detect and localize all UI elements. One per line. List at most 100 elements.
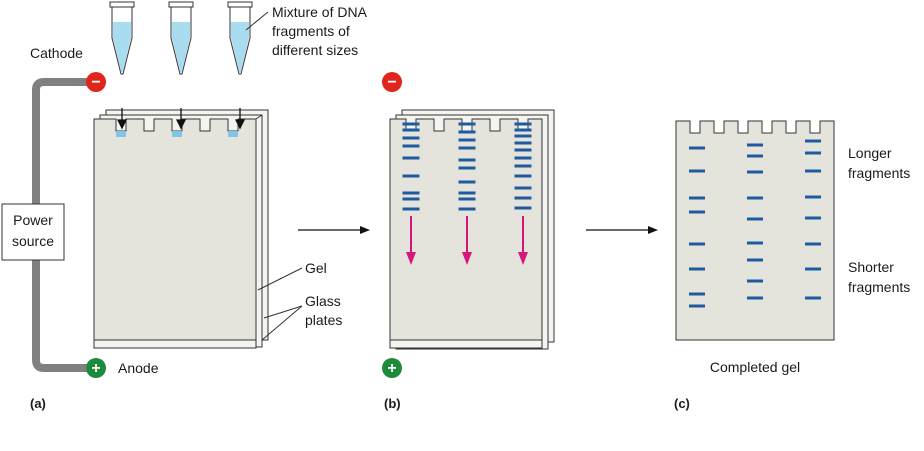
dna-band	[402, 191, 420, 195]
longer-fragments-label-line2: fragments	[848, 165, 910, 181]
panel-a-apparatus: Power source	[1, 1, 368, 411]
glass-plates-label-line2: plates	[305, 312, 342, 328]
dna-band	[458, 207, 476, 211]
bands-panel-b	[402, 122, 532, 211]
gel-leader-line	[257, 267, 303, 291]
completed-gel-label: Completed gel	[710, 359, 800, 375]
panel-c-completed-gel: Longer fragments Shorter fragments Compl…	[674, 120, 910, 411]
glass-leader-line-2	[261, 305, 303, 341]
dna-band	[805, 242, 821, 246]
process-arrow-1	[298, 226, 370, 234]
front-glass-edge-b	[389, 339, 543, 349]
dna-band	[514, 148, 532, 152]
dna-band	[402, 136, 420, 140]
panel-a-label: (a)	[30, 396, 46, 411]
dna-band	[402, 156, 420, 160]
dna-band	[458, 138, 476, 142]
dna-band	[458, 180, 476, 184]
dna-band	[514, 186, 532, 190]
dna-band	[805, 296, 821, 300]
dna-band	[402, 197, 420, 201]
anode-terminal: +	[86, 358, 106, 378]
dna-band	[747, 170, 763, 174]
dna-band	[805, 216, 821, 220]
dna-band	[747, 217, 763, 221]
dna-band	[514, 134, 532, 138]
shorter-fragments-label-line2: fragments	[848, 279, 910, 295]
dna-band	[689, 169, 705, 173]
dna-band	[747, 279, 763, 283]
dna-band	[458, 158, 476, 162]
power-source-label-line1: Power	[13, 212, 53, 228]
dna-band	[805, 139, 821, 143]
dna-band	[514, 164, 532, 168]
dna-band	[458, 197, 476, 201]
dna-band	[514, 128, 532, 132]
panel-c-label: (c)	[674, 396, 690, 411]
gel-label: Gel	[305, 260, 327, 276]
dna-band	[402, 128, 420, 132]
dna-band	[689, 146, 705, 150]
power-source-box	[1, 203, 65, 261]
anode-symbol-b: +	[387, 360, 396, 377]
mixture-label-line2: fragments of	[272, 23, 350, 39]
dna-band	[514, 206, 532, 210]
dna-band	[805, 267, 821, 271]
sample-well-1	[116, 131, 126, 137]
dna-band	[402, 174, 420, 178]
cathode-symbol: −	[91, 74, 100, 91]
anode-label: Anode	[118, 360, 159, 376]
cathode-terminal-b: −	[382, 72, 402, 92]
bands-panel-c	[689, 139, 821, 308]
cathode-label: Cathode	[30, 45, 83, 61]
migration-arrow	[518, 216, 528, 265]
gel-slab	[93, 118, 257, 341]
panel-b-label: (b)	[384, 396, 401, 411]
dna-band	[458, 191, 476, 195]
dna-band	[458, 166, 476, 170]
anode-symbol: +	[91, 360, 100, 377]
mixture-leader-line	[245, 11, 269, 31]
glass-leader-line-1	[263, 305, 303, 319]
dna-band	[747, 154, 763, 158]
mixture-label-line3: different sizes	[272, 42, 358, 58]
mixture-label-line1: Mixture of DNA	[272, 4, 368, 20]
dna-band	[458, 130, 476, 134]
sample-tube-3	[227, 1, 253, 75]
dna-band	[514, 196, 532, 200]
dna-band	[747, 258, 763, 262]
dna-band	[747, 296, 763, 300]
dna-band	[805, 169, 821, 173]
longer-fragments-label-line1: Longer	[848, 145, 892, 161]
dna-band	[402, 144, 420, 148]
dna-band	[689, 242, 705, 246]
sample-well-3	[228, 131, 238, 137]
dna-band	[458, 146, 476, 150]
sample-well-2	[172, 131, 182, 137]
migration-arrow	[462, 216, 472, 265]
front-glass-edge	[93, 339, 257, 349]
glass-plates-label-line1: Glass	[305, 293, 341, 309]
dna-band	[514, 174, 532, 178]
dna-band	[689, 210, 705, 214]
power-source-label-line2: source	[12, 233, 54, 249]
dna-band	[747, 196, 763, 200]
process-arrow-2	[586, 226, 658, 234]
sample-tube-2	[168, 1, 194, 75]
dna-band	[514, 122, 532, 126]
migration-arrow	[406, 216, 416, 265]
panel-b-running-gel: − + (b)	[382, 72, 555, 411]
dna-band	[402, 207, 420, 211]
anode-terminal-b: +	[382, 358, 402, 378]
sample-tube-1	[109, 1, 135, 75]
dna-band	[747, 241, 763, 245]
cathode-terminal: −	[86, 72, 106, 92]
dna-band	[689, 267, 705, 271]
dna-band	[458, 122, 476, 126]
dna-band	[514, 156, 532, 160]
dna-band	[747, 143, 763, 147]
dna-band	[689, 196, 705, 200]
migration-arrows	[406, 216, 528, 265]
dna-band	[514, 141, 532, 145]
